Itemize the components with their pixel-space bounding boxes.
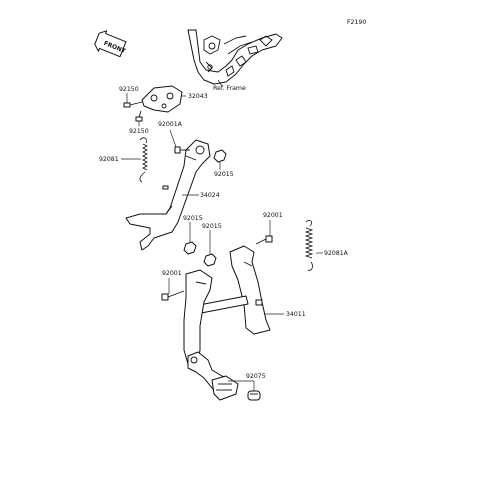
- nut-92015-a-drawing: [213, 149, 227, 163]
- pin-drawing: [162, 185, 169, 190]
- side-stand-34024-drawing: [125, 139, 211, 251]
- frame-ref-drawing: [187, 29, 283, 85]
- bolt-92001A-drawing: [174, 146, 190, 154]
- part-92015-b: 92015: [183, 215, 203, 222]
- part-34011: 34011: [286, 311, 306, 318]
- part-92150-top: 92150: [119, 86, 139, 93]
- part-92150-bottom: 92150: [129, 128, 149, 135]
- part-92001-right: 92001: [263, 212, 283, 219]
- part-92015-c: 92015: [202, 223, 222, 230]
- part-92075: 92075: [246, 373, 266, 380]
- spring-92081-drawing: [139, 137, 148, 183]
- part-32043: 32043: [188, 93, 208, 100]
- front-arrow-icon: FRONT: [94, 30, 127, 58]
- figure-code: F2190: [347, 19, 366, 26]
- bracket-32043-drawing: [141, 85, 183, 113]
- ref-frame-label: Ref. Frame: [213, 85, 246, 92]
- spring-92081A-drawing: [304, 219, 314, 271]
- part-34024: 34024: [200, 192, 220, 199]
- bolt-92001-right-drawing: [255, 235, 273, 245]
- rubber-92075-drawing: [247, 390, 261, 401]
- bolt-92001-left-drawing: [161, 290, 185, 301]
- nut-92015-c-drawing: [203, 253, 217, 267]
- bolt-92150-bottom-drawing: [135, 110, 143, 122]
- part-92001A: 92001A: [158, 121, 183, 128]
- part-92081: 92081: [99, 156, 119, 163]
- nut-92015-b-drawing: [183, 241, 197, 255]
- part-92015-a: 92015: [214, 171, 234, 178]
- part-92001-left: 92001: [162, 270, 182, 277]
- center-stand-34011-drawing: [183, 245, 271, 401]
- part-92081A: 92081A: [324, 250, 349, 257]
